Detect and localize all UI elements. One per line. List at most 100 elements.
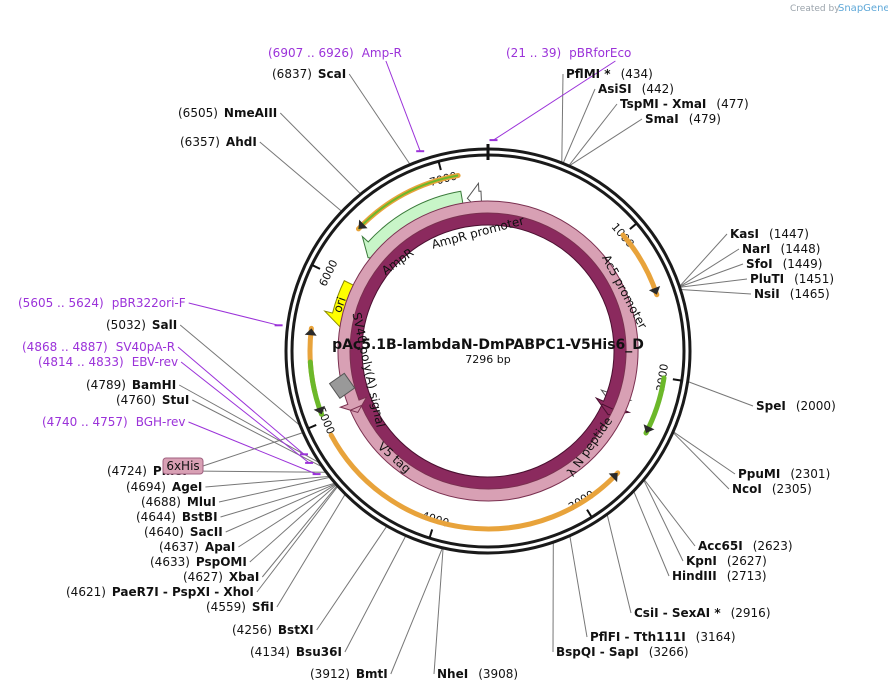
restriction-site-label[interactable]: PluTI(1451) [750,272,834,286]
primer-label[interactable]: (4814 .. 4833) EBV-rev [38,355,178,369]
primer-label[interactable]: (21 .. 39) pBRforEco [506,46,631,60]
restriction-site-label[interactable]: (4760)StuI [116,393,189,407]
leader-line [344,535,407,653]
leader-line [672,431,736,475]
restriction-site-label[interactable]: (6357)AhdI [180,135,257,149]
site-name: SalI [152,318,177,332]
site-name: ApaI [205,540,235,554]
restriction-site-label[interactable]: (4640) SacII [144,525,223,539]
restriction-site-label[interactable]: PflMI *(434) [566,67,653,81]
site-position: (1448) [781,242,821,256]
restriction-site-label[interactable]: Acc65I(2623) [698,539,793,553]
primer-label[interactable]: (5605 .. 5624)pBR322ori-F [18,296,186,310]
primer-range: (4814 .. 4833) [38,355,124,369]
feature-v5-tag[interactable] [337,200,639,502]
site-position: (4724) [107,464,147,478]
restriction-site-label[interactable]: SmaI(479) [645,112,721,126]
restriction-site-label[interactable]: BspQI - SapI(3266) [556,645,689,659]
orfs [304,173,667,532]
restriction-site-label[interactable]: SfoI(1449) [746,257,822,271]
restriction-site-label[interactable]: AsiSI(442) [598,82,674,96]
leader-line [679,248,740,288]
restriction-site-label[interactable]: (4559)SfiI [206,600,274,614]
restriction-site-label[interactable]: (4256)BstXI [232,623,314,637]
orf-arrowhead [304,328,317,336]
site-name: SpeI [756,399,786,413]
site-position: (4640) [144,525,184,539]
restriction-site-label[interactable]: PflFI - Tth111I(3164) [590,630,736,644]
primer-name: EBV-rev [132,355,178,369]
restriction-site-label[interactable]: NsiI(1465) [754,287,830,301]
site-name: TspMI - XmaI [620,97,706,111]
restriction-site-label[interactable]: CsiI - SexAI *(2916) [634,606,771,620]
site-name: NcoI [732,482,762,496]
features [323,181,639,502]
site-position: (2627) [727,554,767,568]
restriction-site-label[interactable]: (6505)NmeAIII [178,106,277,120]
restriction-site-label[interactable]: (4637)ApaI [159,540,235,554]
site-position: (1465) [790,287,830,301]
restriction-site-label[interactable]: (4621)PaeR7I - PspXI - XhoI [66,585,254,599]
site-name: NheI [437,667,468,681]
site-name: PpuMI [738,467,780,481]
site-name: BspQI - SapI [556,645,639,659]
leader-line [316,525,388,631]
site-position: (2916) [731,606,771,620]
site-position: (2000) [796,399,836,413]
site-name: BstXI [278,623,314,637]
leader-line [679,263,744,288]
restriction-site-label[interactable]: (4644)BstBI [136,510,218,524]
restriction-site-label[interactable]: NcoI(2305) [732,482,812,496]
primer-name: pBRforEco [569,46,631,60]
site-name: ScaI [318,67,346,81]
restriction-site-label[interactable]: (5032)SalI [106,318,177,332]
restriction-site-label[interactable]: (4633)PspOMI [150,555,247,569]
restriction-site-label[interactable]: NheI(3908) [437,667,518,681]
brand-snapgene[interactable]: SnapGene [838,3,888,14]
restriction-site-label[interactable]: TspMI - XmaI(477) [620,97,749,111]
restriction-site-label[interactable]: KpnI(2627) [686,554,767,568]
ruler-tick [672,378,682,382]
ruler-tick [428,529,434,539]
orf-arrowhead [313,405,325,415]
site-position: (2713) [727,569,767,583]
leader-line [568,118,643,167]
restriction-site-label[interactable]: SpeI (2000) [756,399,836,413]
site-position: (4694) [126,480,166,494]
primer-range: (21 .. 39) [506,46,561,60]
site-name: PflFI - Tth111I [590,630,686,644]
restriction-site-label[interactable]: PpuMI(2301) [738,467,830,481]
feature-sv40-polya[interactable] [328,372,356,400]
leader-line [568,103,618,167]
restriction-site-label[interactable]: (6837)ScaI [272,67,346,81]
leader-line [561,73,564,163]
leader-line [493,60,616,141]
restriction-site-label[interactable]: (4789)BamHI [86,378,176,392]
site-position: (4559) [206,600,246,614]
primer-label[interactable]: (6907 .. 6926)Amp-R [268,46,402,60]
site-position: (4789) [86,378,126,392]
his-tag-badge[interactable]: 6xHis [162,457,204,475]
primer-range: (4740 .. 4757) [42,415,128,429]
restriction-site-label[interactable]: NarI(1448) [742,242,820,256]
restriction-site-label[interactable]: (4134)Bsu36I [250,645,342,659]
site-name: StuI [162,393,189,407]
site-name: SacII [190,525,223,539]
leader-line [249,484,337,563]
ruler-label: 6000 [317,258,341,289]
primer-name: SV40pA-R [116,340,175,354]
restriction-site-label[interactable]: KasI(1447) [730,227,809,241]
restriction-site-label[interactable]: (4694)AgeI [126,480,202,494]
site-position: (4627) [183,570,223,584]
site-name: Acc65I [698,539,743,553]
site-position: (4633) [150,555,190,569]
site-name: Bsu36I [296,645,342,659]
restriction-site-label[interactable]: (4688)MluI [141,495,216,509]
restriction-site-label[interactable]: HindIII(2713) [672,569,767,583]
primer-label[interactable]: (4868 .. 4887)SV40pA-R [22,340,175,354]
primer-label[interactable]: (4740 .. 4757)BGH-rev [42,415,186,429]
restriction-site-label[interactable]: (4627)XbaI [183,570,259,584]
site-position: (1447) [769,227,809,241]
restriction-site-label[interactable]: (3912)BmtI [310,667,388,681]
primer-range: (5605 .. 5624) [18,296,104,310]
